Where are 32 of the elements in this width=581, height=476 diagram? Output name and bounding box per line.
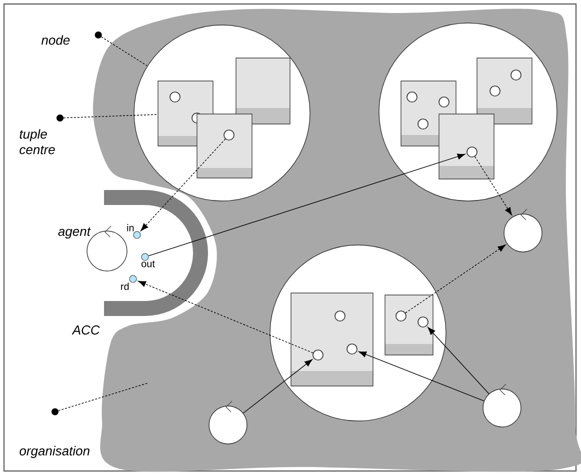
- agent: [208, 400, 248, 444]
- tuple-centre-box: [290, 292, 374, 386]
- tuple-centre-box: [438, 114, 494, 180]
- tuple-centre-box: [384, 294, 434, 356]
- node-label: in: [127, 224, 134, 232]
- arrow: [148, 154, 466, 256]
- port: out: [141, 253, 155, 268]
- agent: [482, 384, 522, 428]
- tuple-centre-box: [236, 58, 290, 124]
- arrow: [358, 351, 484, 402]
- arrow: [242, 359, 313, 414]
- label-text: tuple centre: [20, 129, 55, 154]
- arrow: [405, 244, 506, 314]
- node-label: rd: [121, 282, 129, 290]
- leader-line: [52, 382, 148, 416]
- port: rd: [121, 275, 137, 290]
- tuple-centre-box: [196, 114, 252, 178]
- agent: [504, 208, 542, 252]
- agent: agent: [58, 226, 128, 272]
- port: in: [127, 224, 141, 239]
- node-label: agent: [58, 227, 91, 239]
- node-label: ACC: [72, 325, 100, 335]
- arrow: [428, 327, 490, 394]
- node-label: out: [141, 260, 155, 268]
- leader-line: [56, 114, 158, 122]
- tuple-centre-box: [476, 58, 532, 124]
- arrow: [138, 280, 314, 354]
- arrow: [140, 138, 226, 232]
- label-text: node: [41, 35, 70, 45]
- label-text: organisation: [20, 446, 90, 458]
- arrow: [474, 156, 512, 216]
- leader-line: [94, 32, 148, 66]
